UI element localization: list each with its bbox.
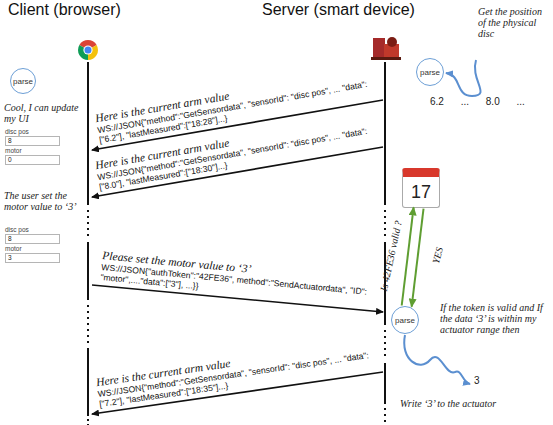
annotation-note: The user set the motor value to ‘3’ (4, 190, 86, 212)
ui-field: motor3 (5, 245, 60, 263)
lifeline-dots (384, 330, 386, 360)
calendar-icon: 17 (402, 168, 440, 208)
lifeline-dots (87, 210, 89, 238)
device-body (373, 38, 385, 59)
lifeline-dots (87, 419, 89, 425)
node-text: parse (13, 77, 33, 86)
device-disc (387, 37, 397, 47)
icon-ring (83, 45, 92, 54)
message-label-group: Here is the current arm valueWS://JSON{"… (95, 337, 372, 409)
node-text: parse (395, 316, 415, 325)
parse-circle: parse (391, 306, 419, 334)
field-value: 8 (5, 234, 60, 244)
node-text: 17 (411, 182, 431, 203)
client-lifeline (87, 62, 89, 425)
ui-field: motor0 (5, 147, 60, 165)
column-heading: Server (smart device) (262, 1, 415, 19)
sensor-read-arrow (446, 60, 481, 96)
device-base (371, 57, 401, 60)
validation-arrow (412, 209, 424, 307)
parse-circle: parse (10, 68, 36, 94)
field-value: 0 (5, 155, 60, 165)
field-label: disc pos (5, 226, 60, 234)
field-value: 8 (5, 136, 60, 146)
field-label: motor (5, 245, 60, 253)
actuator-write-arrow (404, 335, 470, 384)
device-icon (371, 37, 401, 60)
lifeline-segment (384, 62, 386, 205)
edge-label: Is 42FE36 valid ? (378, 220, 404, 293)
annotation-note: Cool, I can update my UI (4, 102, 84, 124)
column-heading: Client (browser) (8, 1, 121, 19)
edge-label: YES (430, 246, 445, 265)
field-label: disc pos (5, 128, 60, 136)
lifeline-segment (384, 363, 386, 404)
lifeline-segment (87, 242, 89, 300)
field-label: motor (5, 147, 60, 155)
server-lifeline (384, 62, 386, 425)
sensor-values: 6.2 ... 8.0 ... (430, 96, 553, 107)
lifeline-segment (87, 348, 89, 416)
parse-circle: parse (416, 58, 444, 86)
browser-icon (78, 40, 98, 60)
lifeline-dots (384, 408, 386, 425)
ui-field: disc pos8 (5, 128, 60, 146)
lifeline-segment (87, 62, 89, 205)
ui-field: disc pos8 (5, 226, 60, 244)
node-text: parse (420, 68, 440, 77)
lifeline-dots (87, 305, 89, 345)
annotation-note: Get the position of the physical disc (478, 6, 550, 39)
annotation-note: Write ‘3’ to the actuator (400, 398, 550, 409)
actuator-value: 3 (474, 375, 488, 386)
lifeline-dots (384, 210, 386, 238)
field-value: 3 (5, 253, 60, 263)
icon-center (85, 47, 92, 54)
annotation-note: If the token is valid and If the data ‘3… (440, 302, 550, 335)
